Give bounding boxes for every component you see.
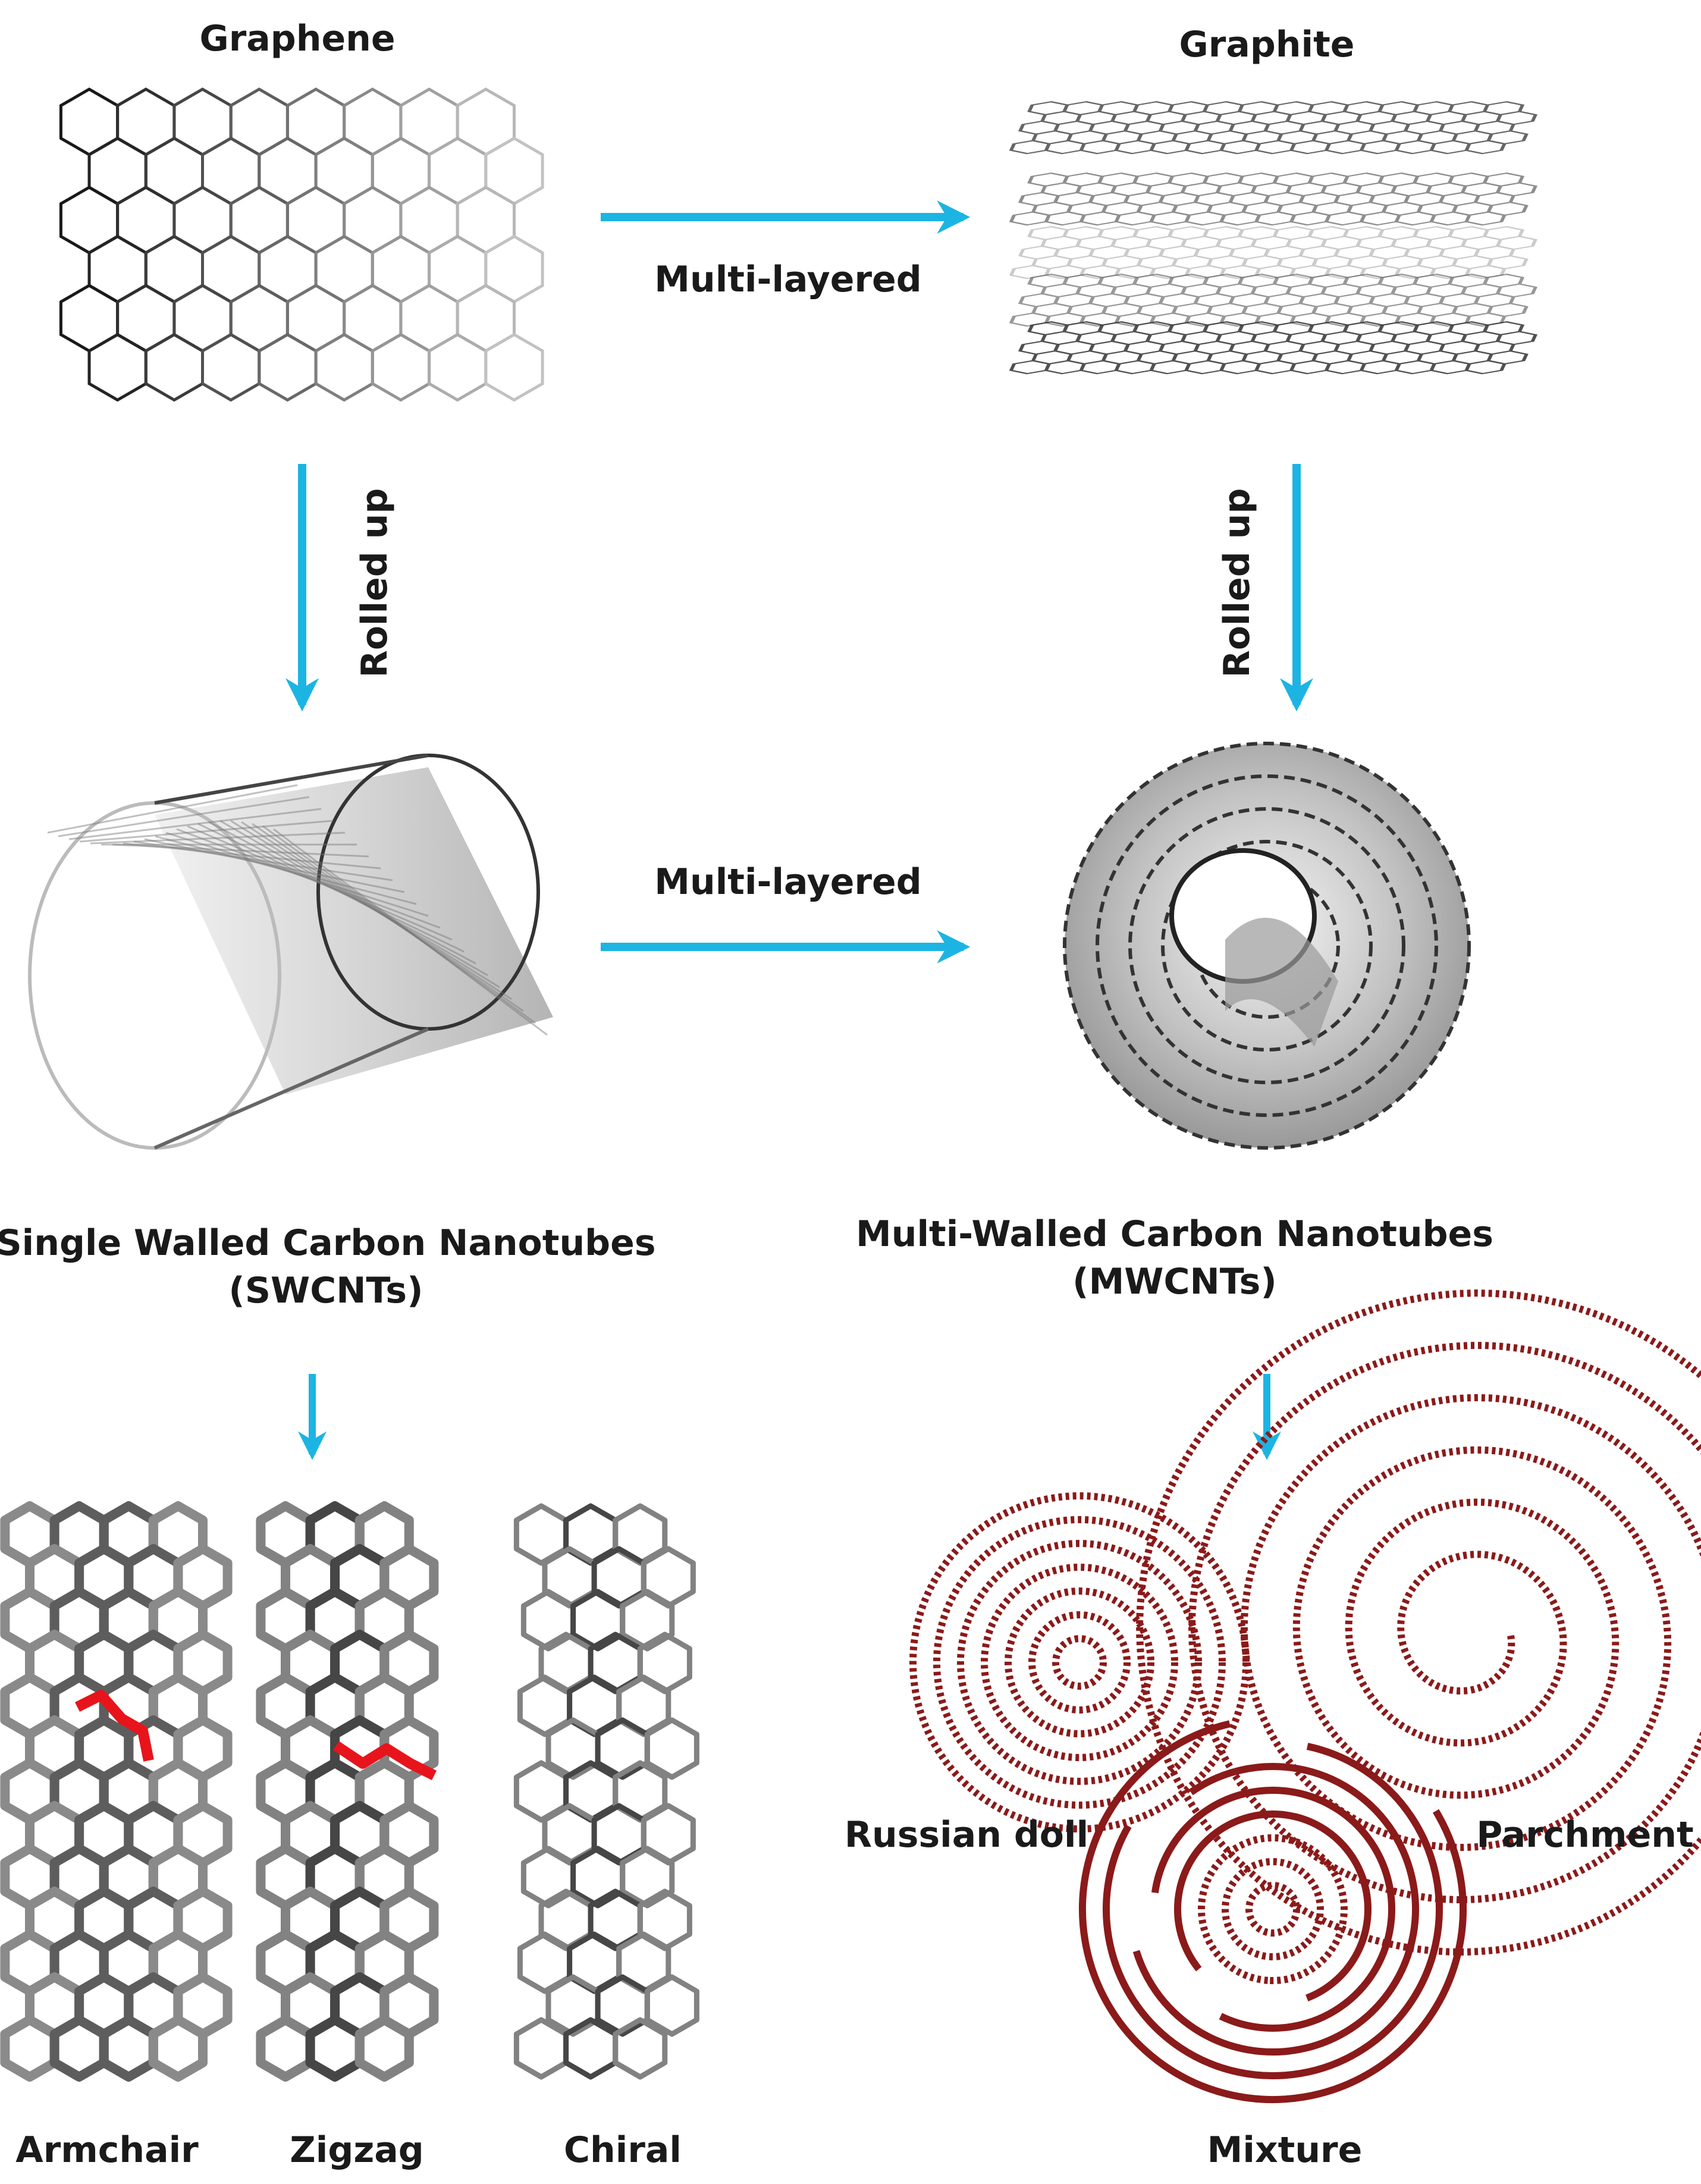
graphene-label: Graphene xyxy=(199,18,396,59)
armchair-label: Armchair xyxy=(15,2129,199,2171)
chiral-nanotube xyxy=(513,1503,699,2080)
russian-doll-label: Russian doll xyxy=(844,1814,1089,1856)
swcnt-title-line2: (SWCNTs) xyxy=(228,1270,423,1311)
graphite-label: Graphite xyxy=(1179,24,1355,65)
mwcnt-illustration xyxy=(1063,742,1471,1150)
graphite-layers xyxy=(1009,101,1538,375)
rolled-up-right-label: Rolled up xyxy=(1216,488,1258,678)
zigzag-nanotube xyxy=(256,1501,439,2082)
mwcnt-title: Multi-Walled Carbon Nanotubes (MWCNTs) xyxy=(856,1210,1493,1306)
multi-layered-top-label: Multi-layered xyxy=(654,259,922,300)
swcnt-title: Single Walled Carbon Nanotubes (SWCNTs) xyxy=(0,1219,656,1314)
swcnt-illustration xyxy=(28,754,553,1150)
swcnt-title-line1: Single Walled Carbon Nanotubes xyxy=(0,1222,656,1264)
graphene-lattice xyxy=(59,87,544,402)
mwcnt-title-line1: Multi-Walled Carbon Nanotubes xyxy=(856,1213,1493,1255)
rolled-up-left-label: Rolled up xyxy=(354,488,396,678)
mwcnt-title-line2: (MWCNTs) xyxy=(1072,1261,1277,1303)
parchment-label: Parchment xyxy=(1476,1814,1694,1856)
multi-layered-mid-label: Multi-layered xyxy=(654,861,922,903)
zigzag-label: Zigzag xyxy=(290,2129,424,2171)
armchair-nanotube xyxy=(0,1501,233,2082)
russian-doll-rings xyxy=(909,1492,1250,1832)
mixture-label: Mixture xyxy=(1207,2129,1363,2171)
parchment-spiral xyxy=(1136,1289,1701,1956)
mixture-rings xyxy=(1079,1715,1467,2103)
chiral-label: Chiral xyxy=(564,2129,682,2171)
